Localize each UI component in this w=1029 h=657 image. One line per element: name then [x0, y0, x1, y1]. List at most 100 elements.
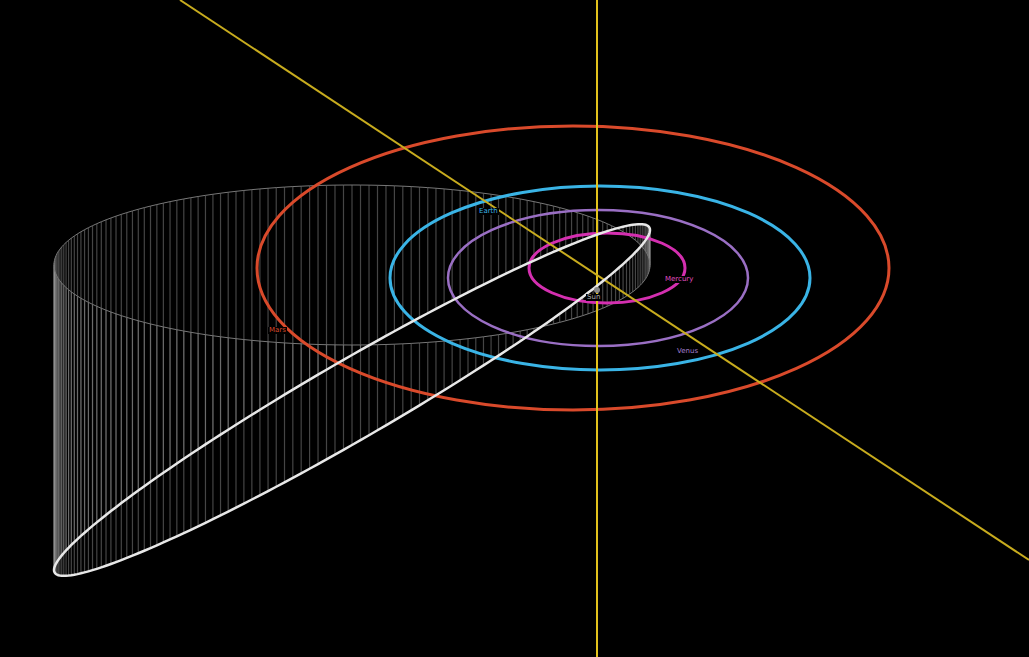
- projection-stroke: [394, 344, 395, 420]
- projection-stroke: [498, 335, 499, 356]
- mars-orbit: [257, 126, 889, 410]
- projection-stroke: [505, 196, 506, 273]
- projection-stroke: [183, 199, 184, 459]
- projection-stroke: [629, 258, 630, 294]
- projection-stroke: [259, 189, 260, 410]
- projection-stroke: [520, 199, 521, 267]
- vertical-axis: [596, 0, 598, 657]
- asteroid-orbit-path: [54, 224, 650, 576]
- projection-stroke: [619, 267, 620, 300]
- projection-stroke: [435, 188, 436, 309]
- projection-stroke: [377, 345, 378, 431]
- projection-stroke: [84, 230, 85, 533]
- projection-outline: [54, 185, 650, 345]
- projection-stroke: [235, 191, 236, 424]
- projection-stroke: [637, 224, 638, 242]
- projection-stroke: [419, 187, 420, 318]
- projection-stroke: [96, 224, 97, 523]
- projection-stroke: [452, 190, 453, 301]
- projection-stroke: [176, 200, 177, 463]
- projection-stroke: [582, 297, 583, 316]
- projection-stroke: [427, 342, 428, 400]
- projection-stroke: [71, 238, 72, 545]
- projection-stroke: [292, 187, 293, 390]
- projection-stroke: [475, 338, 476, 371]
- projection-stroke: [169, 202, 170, 469]
- projection-stroke: [243, 190, 244, 419]
- projection-stroke: [343, 185, 344, 360]
- projection-stroke: [565, 209, 566, 246]
- projection-stroke: [80, 232, 81, 536]
- projection-stroke: [351, 185, 352, 355]
- projection-stroke: [435, 342, 436, 396]
- projection-stroke: [377, 185, 378, 340]
- projection-stroke: [577, 301, 578, 317]
- projection-stroke: [267, 188, 268, 404]
- projection-stroke: [334, 185, 335, 365]
- sun-marker: [594, 287, 600, 293]
- projection-stroke: [602, 222, 603, 233]
- projection-stroke: [402, 344, 403, 416]
- projection-stroke: [126, 213, 127, 499]
- projection-stroke: [402, 186, 403, 326]
- projection-stroke: [163, 203, 164, 473]
- projection-stroke: [101, 222, 102, 519]
- projection-stroke: [156, 205, 157, 478]
- projection-stroke: [301, 186, 302, 384]
- projection-stroke: [642, 245, 643, 284]
- projection-stroke: [368, 185, 369, 345]
- orbit-label: Mars: [268, 327, 287, 334]
- projection-stroke: [56, 254, 57, 562]
- asteroid-orbit: [54, 224, 650, 576]
- projection-stroke: [505, 334, 506, 351]
- projection-stroke: [443, 189, 444, 305]
- projection-stroke: [571, 305, 572, 319]
- projection-stroke: [483, 193, 484, 284]
- projection-stroke: [460, 190, 461, 296]
- projection-stroke: [611, 274, 612, 304]
- projection-stroke: [138, 209, 139, 490]
- projection-stroke: [110, 218, 111, 511]
- projection-stroke: [635, 252, 636, 289]
- projection-stroke: [190, 198, 191, 454]
- projection-stroke: [467, 339, 468, 376]
- projection-stroke: [58, 251, 59, 559]
- projection-stroke: [577, 213, 578, 242]
- projection-stroke: [632, 255, 633, 292]
- projection-stroke: [65, 242, 66, 550]
- projection-stroke: [105, 220, 106, 515]
- projection-stroke: [59, 249, 60, 558]
- projection-stroke: [284, 187, 285, 395]
- projection-stroke: [640, 224, 641, 245]
- projection-stroke: [411, 343, 412, 410]
- projection-stroke: [527, 200, 528, 263]
- projection-stroke: [150, 206, 151, 482]
- projection-stroke: [640, 247, 641, 285]
- projection-stroke: [533, 202, 534, 261]
- projection-stroke: [63, 245, 64, 553]
- projection-stroke: [626, 261, 627, 296]
- projection-stroke: [212, 194, 213, 439]
- projection-stroke: [77, 234, 78, 539]
- projection-stroke: [92, 226, 93, 526]
- projection-stroke: [121, 214, 122, 503]
- projection-stroke: [360, 185, 361, 350]
- projection-stroke: [55, 256, 56, 564]
- projection-stroke: [88, 228, 89, 530]
- projection-stroke: [132, 211, 133, 495]
- projection-stroke: [198, 196, 199, 449]
- projection-stroke: [635, 224, 636, 240]
- projection-stroke: [360, 345, 361, 440]
- orbit-label: Earth: [478, 208, 499, 215]
- projection-stroke: [61, 247, 62, 556]
- projection-stroke: [317, 186, 318, 375]
- projection-stroke: [205, 195, 206, 444]
- projection-stroke: [559, 208, 560, 250]
- projection-stroke: [483, 337, 484, 366]
- orbit-projection-band: [54, 185, 650, 576]
- projection-stroke: [326, 185, 327, 369]
- projection-stroke: [115, 216, 116, 507]
- projection-stroke: [144, 208, 145, 487]
